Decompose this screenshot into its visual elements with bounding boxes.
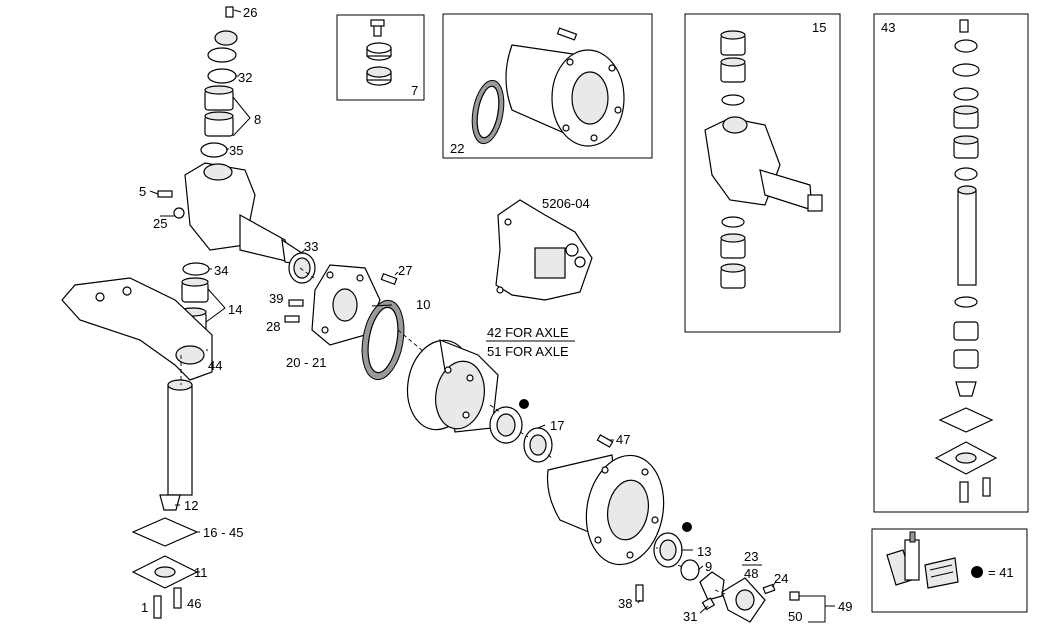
breather-49 xyxy=(789,591,800,601)
ref-46: 46 xyxy=(187,596,201,611)
inset-legend-41: = 41 xyxy=(871,528,1028,613)
washer-9 xyxy=(680,559,700,581)
brake-drum xyxy=(406,339,499,433)
ref-38: 38 xyxy=(618,596,632,611)
small-bolt-icon xyxy=(370,19,385,37)
cap-12 xyxy=(159,494,181,511)
ref-11: 11 xyxy=(194,565,208,580)
ref-5: 5 xyxy=(139,184,146,199)
ref-34: 34 xyxy=(214,263,228,278)
ref-50: 50 xyxy=(788,609,802,624)
anchor-plate-20-21 xyxy=(311,264,381,346)
bolt-5 xyxy=(157,190,173,198)
inset-box-15: 15 xyxy=(684,13,841,333)
ref-24: 24 xyxy=(774,571,788,586)
bolt-27 xyxy=(380,273,398,285)
inset-box-43: 43 xyxy=(873,13,1029,513)
legend-dot xyxy=(971,566,983,578)
leader-lines xyxy=(149,9,835,623)
kingpin-stack-43 xyxy=(934,19,998,503)
ref-8: 8 xyxy=(254,112,261,127)
kingpin-44 xyxy=(167,379,193,496)
ref-15: 15 xyxy=(812,20,826,35)
inset-box-22: 22 xyxy=(442,13,653,159)
ref-20-21: 20 - 21 xyxy=(286,355,326,370)
knuckle-left xyxy=(184,162,306,266)
bolt-38 xyxy=(635,584,644,602)
ref-28: 28 xyxy=(266,319,280,334)
ref-32: 32 xyxy=(238,70,252,85)
ref-23: 23 xyxy=(744,549,758,564)
ref-33: 33 xyxy=(304,239,318,254)
sealant-dot-1 xyxy=(519,399,529,409)
ref-27: 27 xyxy=(398,263,412,278)
ref-14: 14 xyxy=(228,302,242,317)
legend-text: = 41 xyxy=(988,565,1014,580)
bolt-1 xyxy=(153,595,162,619)
ref-43: 43 xyxy=(881,20,895,35)
screw-39 xyxy=(288,299,304,307)
ref-39: 39 xyxy=(269,291,283,306)
bolt-47 xyxy=(596,434,614,448)
ref-12: 12 xyxy=(184,498,198,513)
sealant-dot-2 xyxy=(682,522,692,532)
nut-23-48 xyxy=(699,571,725,601)
reference-labels: 26 32 8 35 5 25 33 34 27 39 10 14 28 20 … xyxy=(139,5,852,624)
nut-25 xyxy=(173,207,185,219)
wheel-hub xyxy=(546,454,665,566)
ref-13: 13 xyxy=(697,544,711,559)
tone-ring-10 xyxy=(361,299,405,381)
ref-48: 48 xyxy=(744,566,758,581)
axle-42-label: 42 FOR AXLE xyxy=(487,325,569,340)
ref-35: 35 xyxy=(229,143,243,158)
washer-34 xyxy=(182,262,210,276)
ref-7: 7 xyxy=(411,83,418,98)
gasket-16 xyxy=(131,517,199,547)
axle-51-label: 51 FOR AXLE xyxy=(487,344,569,359)
part-code-label: 5206-04 xyxy=(542,196,590,211)
bolt-22 xyxy=(556,27,578,41)
ref-26: 26 xyxy=(243,5,257,20)
ref-47: 47 xyxy=(616,432,630,447)
ref-10: 10 xyxy=(416,297,430,312)
screw-31 xyxy=(701,597,716,611)
ref-49: 49 xyxy=(838,599,852,614)
knuckle-15 xyxy=(704,116,823,212)
bolt-46 xyxy=(173,587,182,609)
ref-22: 22 xyxy=(450,141,464,156)
inset-box-7: 7 xyxy=(336,14,425,101)
ref-17: 17 xyxy=(550,418,564,433)
ref-44: 44 xyxy=(208,358,222,373)
caliper-assembly xyxy=(495,199,593,301)
ref-25: 25 xyxy=(153,216,167,231)
tone-ring-22 xyxy=(471,79,505,145)
hub-body-22 xyxy=(505,44,625,147)
ref-16-45: 16 - 45 xyxy=(203,525,243,540)
sealant-tube-icon xyxy=(886,531,959,589)
ref-1: 1 xyxy=(141,600,148,615)
kingpin-left xyxy=(200,6,238,158)
screw-28 xyxy=(284,315,300,323)
ref-9: 9 xyxy=(705,559,712,574)
ref-31: 31 xyxy=(683,609,697,624)
steering-arm-44 xyxy=(61,277,213,381)
